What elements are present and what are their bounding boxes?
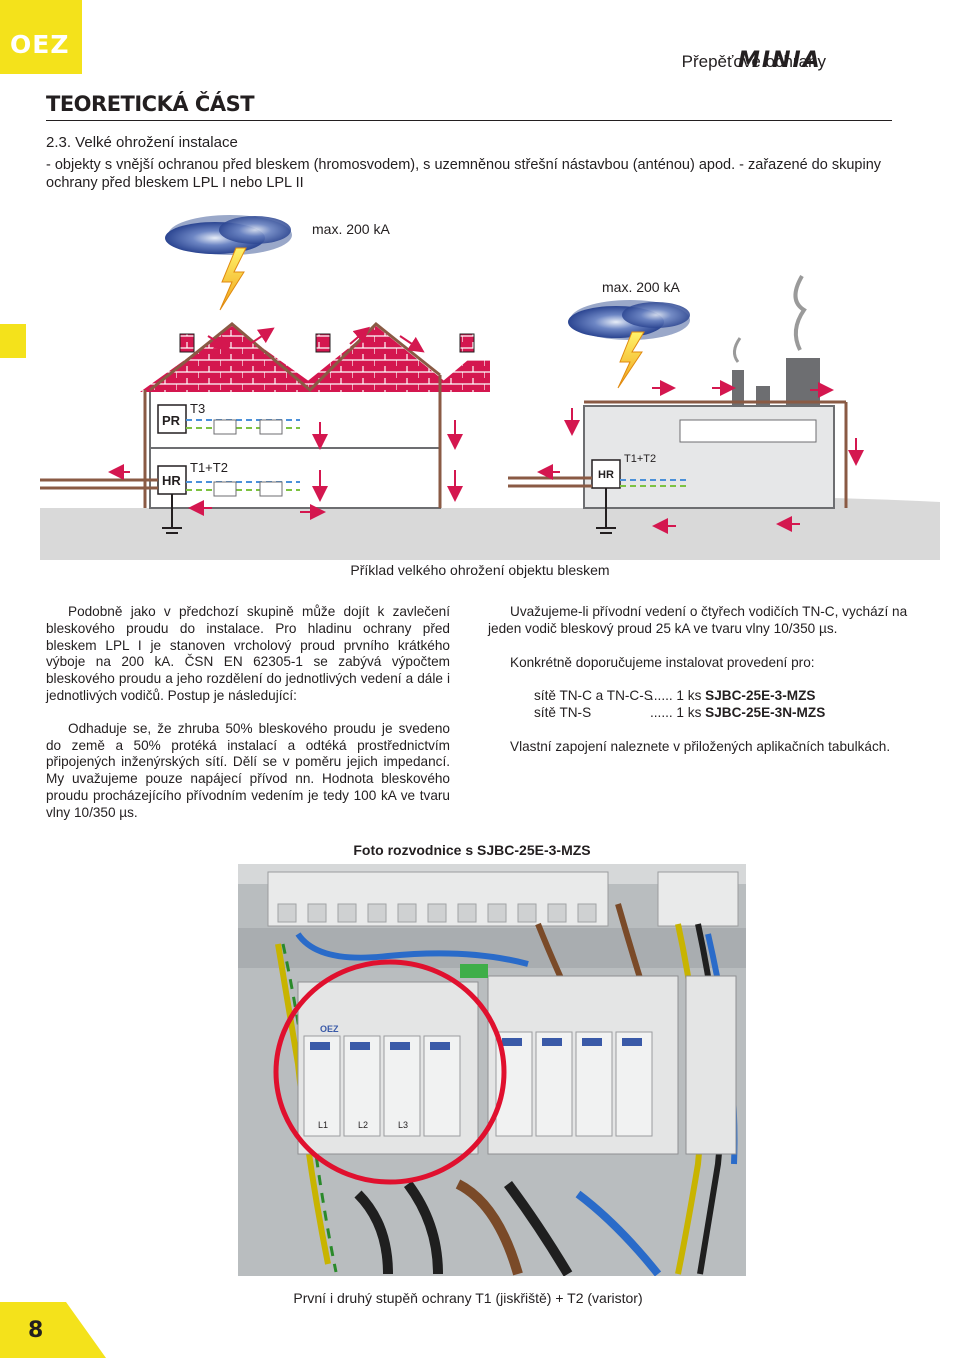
distribution-board-photo: OEZ L1 L2 L3	[238, 864, 746, 1276]
spd-module-row: OEZ L1 L2 L3	[297, 975, 679, 1155]
highlight-ellipse	[273, 959, 507, 1185]
header-divider	[46, 120, 892, 121]
label-l1: L1	[318, 1120, 328, 1130]
lightning-bolt-2	[617, 331, 645, 389]
right-paragraph-1: Uvažujeme-li přívodní vedení o čtyřech v…	[488, 604, 908, 636]
page-tab	[0, 1302, 106, 1358]
subsection-heading: 2.3. Velké ohrožení instalace	[46, 134, 238, 151]
product-code: SJBC-25E-3N-MZS	[705, 705, 826, 721]
storm-cloud-1	[165, 215, 292, 255]
hr-box-2	[591, 459, 621, 489]
recommendation-list: sítě TN-C a TN-C-S ...... 1 ks SJBC-25E-…	[488, 688, 908, 722]
quantity: ...... 1 ks SJBC-25E-3N-MZS	[650, 705, 826, 721]
product-code: SJBC-25E-3-MZS	[705, 688, 816, 704]
section-title: TEORETICKÁ ČÁST	[46, 92, 255, 116]
label-l2: L2	[358, 1120, 368, 1130]
recommendation-row: sítě TN-S ...... 1 ks SJBC-25E-3N-MZS	[488, 705, 908, 722]
photo-caption: První i druhý stupěň ochrany T1 (jiskřiš…	[293, 1290, 643, 1306]
oez-logo: OEZ	[10, 30, 70, 59]
left-paragraph-1: Podobně jako v předchozí skupině může do…	[46, 604, 450, 703]
storm-cloud-2	[568, 300, 690, 340]
recommendation-row: sítě TN-C a TN-C-S ...... 1 ks SJBC-25E-…	[488, 688, 908, 705]
lightning-diagram: max. 200 kA max. 200 kA PR T3 HR T1+T2	[40, 215, 940, 560]
top-breaker-row	[267, 871, 739, 927]
t3-label: T3	[190, 401, 205, 416]
hr-label-1: HR	[162, 473, 181, 488]
current-arrows	[108, 326, 864, 534]
module-brand: OEZ	[320, 1024, 339, 1034]
right-column: Uvažujeme-li přívodní vedení o čtyřech v…	[488, 604, 908, 756]
minia-brand: MINIA	[738, 48, 822, 73]
max-current-label-1: max. 200 kA	[312, 221, 390, 237]
photo-title: Foto rozvodnice s SJBC-25E-3-MZS	[353, 842, 591, 858]
roof-1	[140, 326, 324, 392]
ground	[40, 497, 940, 560]
bullet-text: - objekty s vnější ochranou před bleskem…	[46, 157, 882, 191]
logo-box: OEZ	[0, 0, 82, 74]
left-paragraph-2: Odhaduje se, že zhruba 50% bleskového pr…	[46, 720, 450, 820]
hr-label-2: HR	[598, 469, 614, 481]
roof-3	[430, 360, 490, 392]
hr-box-1	[157, 465, 187, 495]
side-tab	[0, 324, 26, 358]
diagram-caption: Příklad velkého ohrožení objektu bleskem	[350, 562, 610, 578]
lightning-bolt-1	[219, 247, 247, 311]
left-column: Podobně jako v předchozí skupině může do…	[46, 604, 450, 822]
max-current-label-2: max. 200 kA	[602, 279, 680, 295]
t1t2-label-1: T1+T2	[190, 460, 228, 475]
label-l3: L3	[398, 1120, 408, 1130]
right-paragraph-2: Konkrétně doporučujeme instalovat proved…	[510, 654, 815, 670]
t1t2-label-2: T1+T2	[624, 453, 656, 465]
quantity: ...... 1 ks SJBC-25E-3-MZS	[650, 688, 816, 704]
pr-label: PR	[162, 413, 181, 428]
page-number: 8	[28, 1318, 44, 1343]
network-type: sítě TN-C a TN-C-S	[534, 688, 653, 704]
roof-2	[294, 326, 458, 392]
network-type: sítě TN-S	[534, 705, 592, 721]
right-paragraph-3: Vlastní zapojení naleznete v přiložených…	[510, 739, 891, 755]
header-title: Přepěťové ochrany	[681, 52, 826, 71]
